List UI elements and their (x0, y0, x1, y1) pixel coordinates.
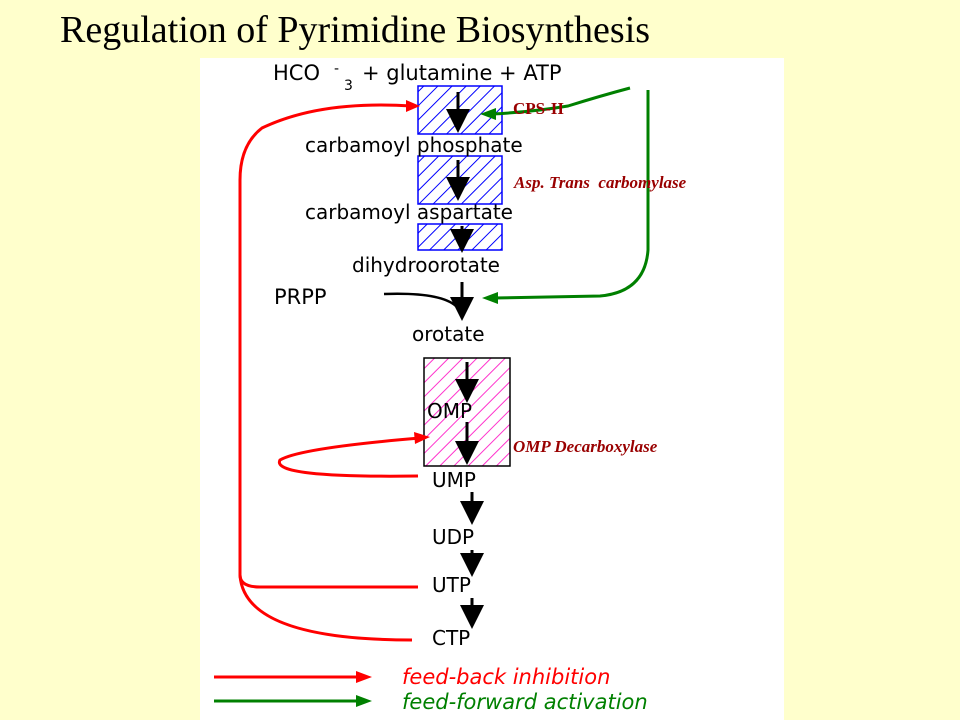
legend-inhibition-arrowhead (356, 671, 372, 683)
dho-enzyme-box (417, 223, 503, 251)
feed-forward-activation-lines (491, 86, 650, 300)
metabolite-utp: UTP (432, 573, 471, 597)
metabolite-carbamoyl-aspartate: carbamoyl aspartate (305, 200, 513, 224)
activation-arrowhead-cps (480, 108, 496, 120)
metabolite-ump: UMP (432, 468, 476, 492)
cps-enzyme-box (417, 85, 503, 135)
metabolite-dihydroorotate: dihydroorotate (352, 253, 500, 277)
feed-back-inhibition-lines (238, 103, 421, 642)
cosubstrate-prpp: PRPP (274, 285, 327, 309)
inhibition-arrowhead-cps (406, 100, 420, 112)
page-title: Regulation of Pyrimidine Biosynthesis (60, 9, 651, 51)
enzyme-label-asp-trans-carbomylase: Asp. Trans carbomylase (513, 173, 687, 192)
metabolite-ctp: CTP (432, 626, 470, 650)
enzyme-label-cps-ii: CPS-II (513, 99, 564, 118)
legend-activation-arrowhead (356, 695, 372, 707)
legend: feed-back inhibition feed-forward activa… (214, 665, 648, 714)
metabolite-carbamoyl-phosphate: carbamoyl phosphate (305, 133, 523, 157)
substrate-hco3: HCO (273, 61, 320, 85)
atc-enzyme-box (417, 155, 503, 205)
legend-inhibition-label: feed-back inhibition (402, 665, 610, 689)
hco3-charge: - (334, 61, 339, 77)
prpp-input-arrow (383, 292, 457, 307)
substrate-rest: + glutamine + ATP (362, 61, 562, 85)
activation-arrowhead-orotate (482, 292, 498, 304)
reaction-arrows (446, 92, 484, 629)
metabolite-omp: OMP (427, 399, 472, 423)
legend-activation-label: feed-forward activation (402, 690, 648, 714)
metabolite-orotate: orotate (412, 322, 485, 346)
metabolite-udp: UDP (432, 525, 474, 549)
hco3-subscript: 3 (344, 78, 353, 94)
enzyme-label-omp-decarboxylase: OMP Decarboxylase (513, 437, 658, 456)
inhibition-arrowhead-omp (414, 432, 430, 444)
